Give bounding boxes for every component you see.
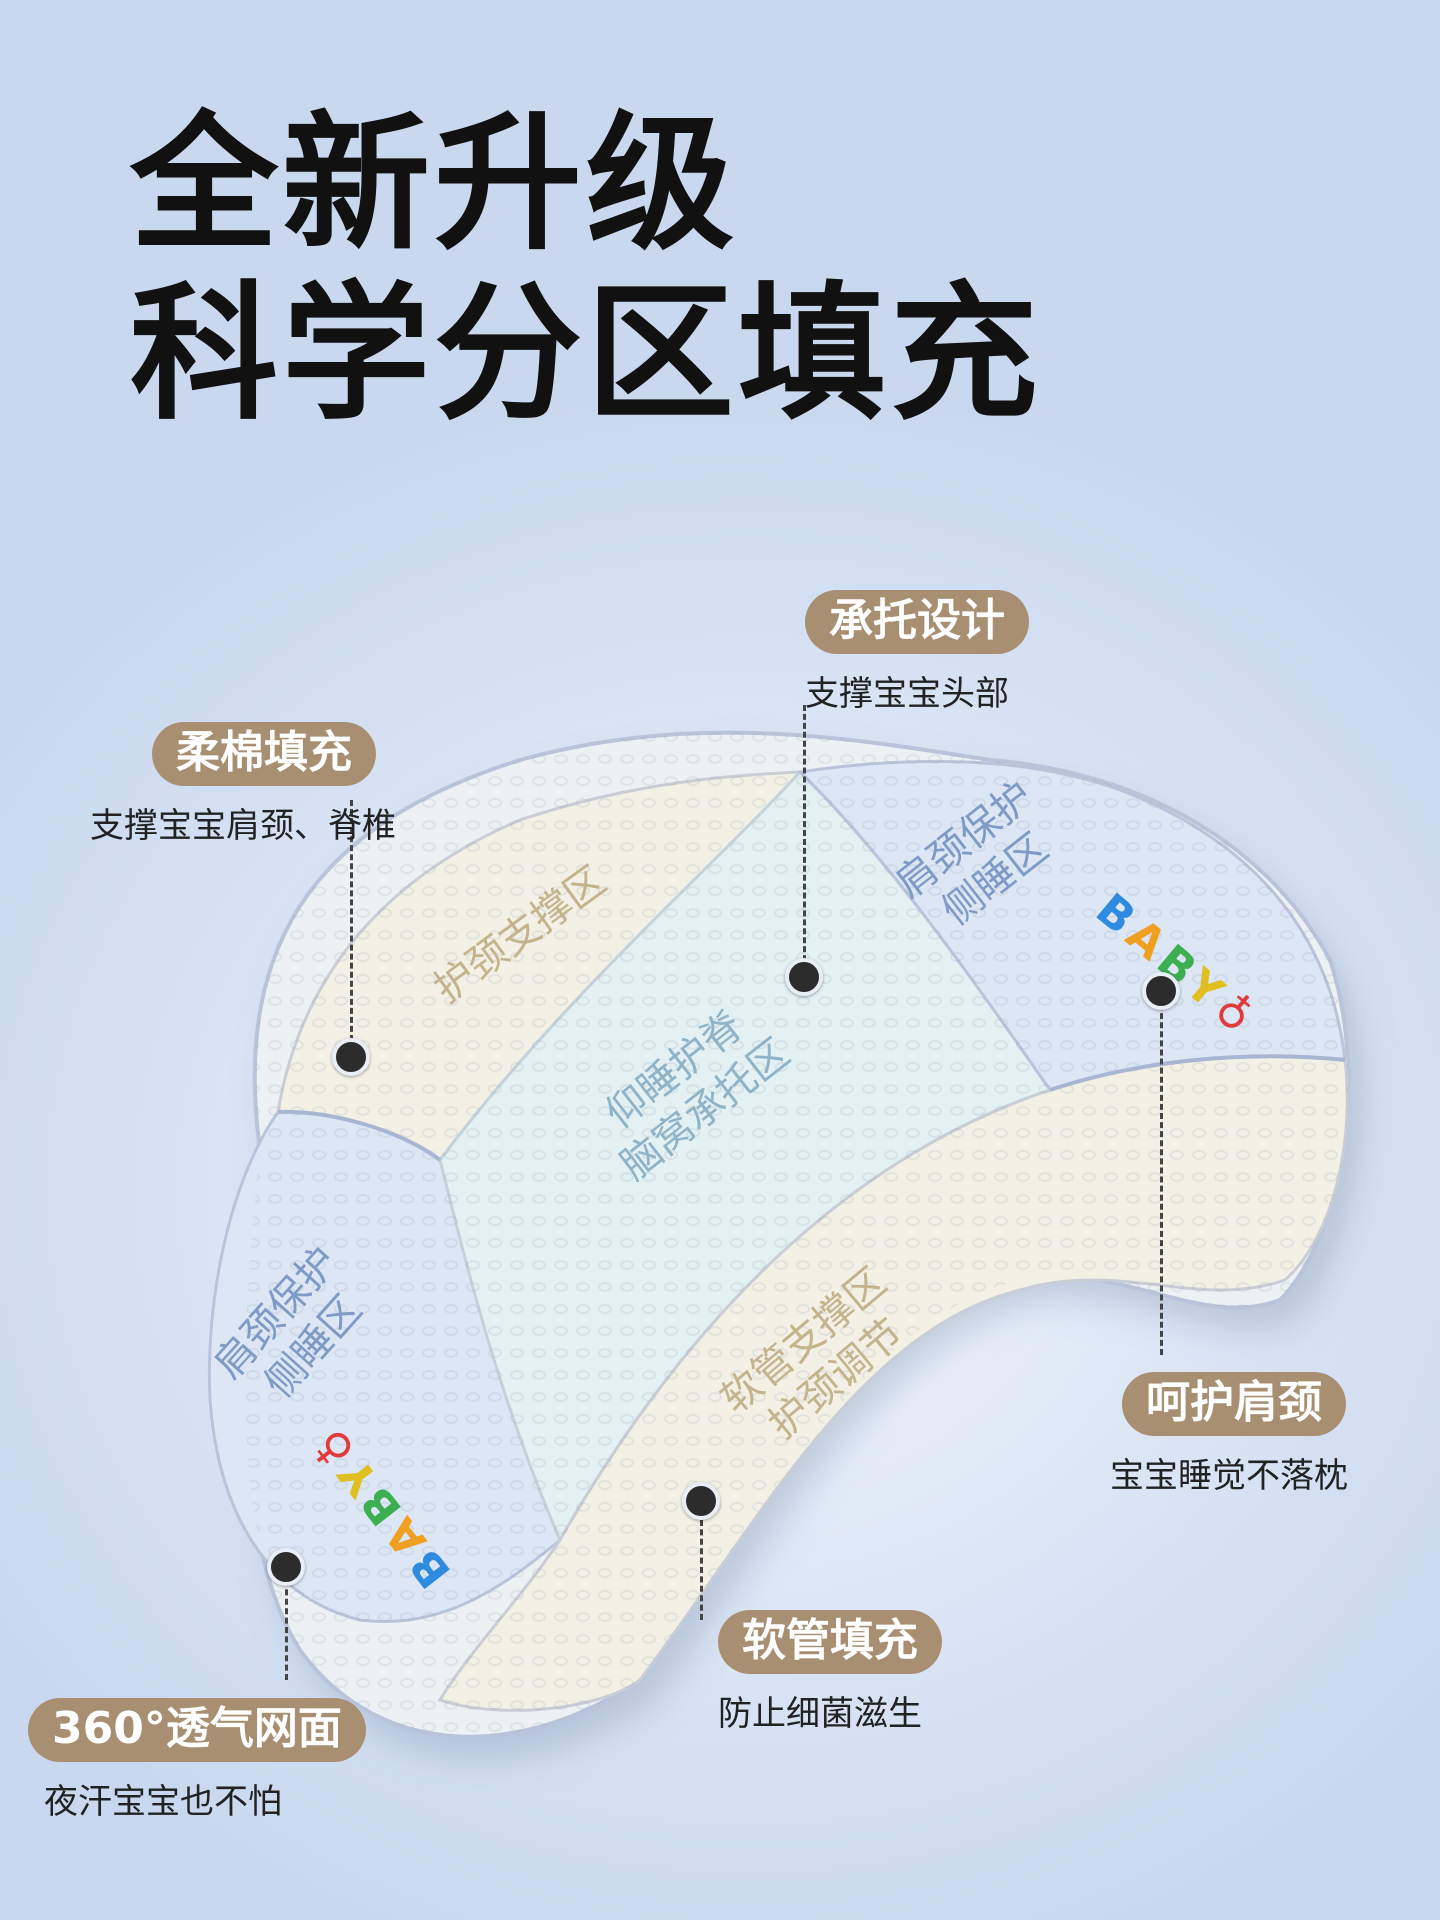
callout-bottom-left-tag: 360°透气网面 bbox=[28, 1698, 366, 1762]
marker-dot-upper-left bbox=[332, 1038, 370, 1076]
headline-line-2: 科学分区填充 bbox=[130, 268, 1042, 440]
leader-line-upper-left bbox=[350, 800, 353, 1050]
marker-dot-top bbox=[785, 958, 823, 996]
callout-top: 承托设计 支撑宝宝头部 bbox=[805, 590, 1029, 715]
callout-right: 呵护肩颈 宝宝睡觉不落枕 bbox=[1110, 1372, 1348, 1497]
callout-bottom-center-desc: 防止细菌滋生 bbox=[718, 1694, 922, 1734]
callout-right-tag: 呵护肩颈 bbox=[1122, 1372, 1346, 1436]
callout-bottom-left: 360°透气网面 夜汗宝宝也不怕 bbox=[28, 1698, 366, 1823]
headline-line-1: 全新升级 bbox=[130, 98, 738, 270]
callout-top-tag: 承托设计 bbox=[805, 590, 1029, 654]
marker-dot-bottom-center bbox=[682, 1482, 720, 1520]
marker-dot-bottom-left bbox=[267, 1548, 305, 1586]
callout-top-desc: 支撑宝宝头部 bbox=[805, 674, 1009, 714]
leader-line-bottom-center bbox=[700, 1520, 703, 1620]
callout-right-desc: 宝宝睡觉不落枕 bbox=[1110, 1456, 1348, 1496]
callout-bottom-center-tag: 软管填充 bbox=[718, 1610, 942, 1674]
callout-upper-left: 柔棉填充 支撑宝宝肩颈、脊椎 bbox=[90, 722, 396, 847]
callout-bottom-center: 软管填充 防止细菌滋生 bbox=[718, 1610, 942, 1735]
leader-line-top bbox=[803, 705, 806, 970]
leader-line-right bbox=[1160, 995, 1163, 1355]
leader-line-bottom-left bbox=[285, 1580, 288, 1680]
callout-upper-left-tag: 柔棉填充 bbox=[152, 722, 376, 786]
callout-bottom-left-desc: 夜汗宝宝也不怕 bbox=[44, 1782, 282, 1822]
callout-upper-left-desc: 支撑宝宝肩颈、脊椎 bbox=[90, 806, 396, 846]
marker-dot-right bbox=[1142, 972, 1180, 1010]
